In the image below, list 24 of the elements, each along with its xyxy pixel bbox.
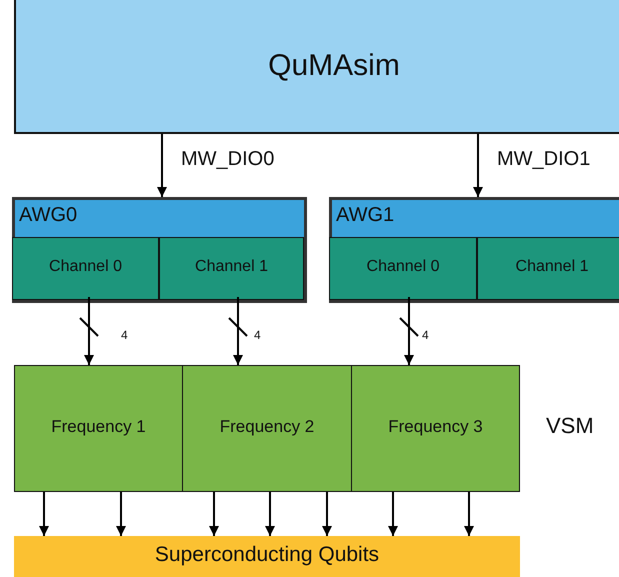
edge-label: 4	[422, 328, 429, 342]
channel-label: Channel 0	[366, 258, 440, 276]
host-title: QuMAsim	[267, 48, 401, 83]
device-box	[329, 197, 619, 303]
qubit-label: Superconducting Qubits	[154, 543, 380, 568]
frequency-label: Frequency 2	[218, 416, 316, 437]
edge-label: MW_DIO1	[497, 148, 590, 171]
frequency-box	[182, 365, 352, 492]
module-label: VSM	[546, 413, 594, 439]
edge-label: 4	[254, 328, 261, 342]
qubit-bar	[14, 536, 520, 577]
channel-label: Channel 1	[514, 258, 590, 276]
device-title: AWG1	[336, 204, 394, 227]
device-box	[12, 197, 307, 303]
channel-label: Channel 0	[48, 258, 123, 276]
frequency-box	[351, 365, 520, 492]
host-box	[14, 0, 619, 134]
frequency-label: Frequency 1	[50, 416, 147, 437]
frequency-box	[14, 365, 183, 492]
edge-label: 4	[121, 328, 128, 342]
device-title: AWG0	[19, 204, 78, 227]
frequency-label: Frequency 3	[387, 416, 484, 437]
channel-label: Channel 1	[194, 258, 269, 276]
edge-label: MW_DIO0	[181, 148, 274, 171]
